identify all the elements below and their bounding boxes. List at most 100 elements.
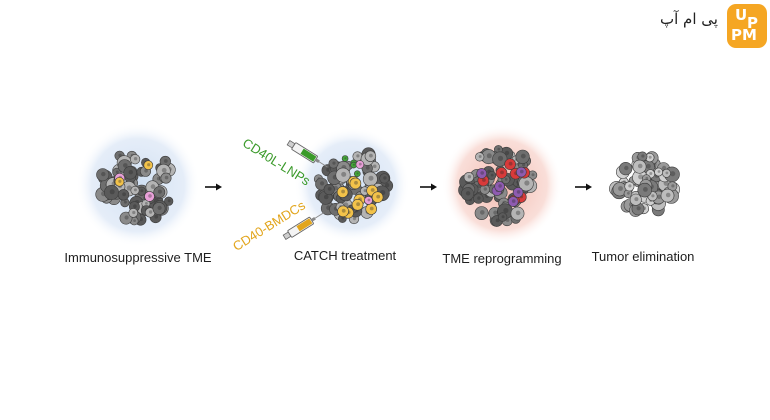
- cell-nucleus: [109, 189, 115, 195]
- cell-nucleus: [520, 169, 524, 174]
- cell-nucleus: [148, 210, 153, 214]
- cell-nucleus: [376, 194, 381, 199]
- caption-elimination: Tumor elimination: [591, 249, 695, 264]
- logo-badge-p: P: [747, 14, 758, 32]
- tumor-cell: [160, 172, 172, 184]
- cell-nucleus: [133, 219, 137, 223]
- cell-nucleus: [148, 194, 152, 198]
- tumor-cell: [475, 152, 485, 162]
- cell-nucleus: [483, 187, 487, 191]
- tumor-cell: [123, 166, 137, 180]
- cell-nucleus: [344, 157, 347, 160]
- cell-nucleus: [648, 155, 652, 159]
- tumor-cell: [463, 172, 475, 183]
- cell-nucleus: [637, 163, 643, 169]
- tumor-cell: [96, 168, 110, 182]
- cell-nucleus: [670, 171, 676, 177]
- cell-nucleus: [645, 176, 649, 180]
- cell-nucleus: [497, 147, 501, 151]
- tumor-cell: [637, 182, 652, 198]
- cell-nucleus: [147, 163, 151, 167]
- cell-nucleus: [101, 171, 106, 177]
- cell-nucleus: [124, 215, 129, 220]
- tumor-cell: [130, 154, 141, 165]
- tumor-cell: [660, 188, 675, 203]
- cell-nucleus: [504, 177, 508, 181]
- immune-cell-yellow: [114, 177, 125, 187]
- cell-nucleus: [118, 179, 122, 183]
- tumor-reprogramming: [458, 145, 538, 227]
- activated-immune-cell: [476, 168, 488, 179]
- cell-nucleus: [352, 163, 355, 166]
- tumor-cell: [510, 206, 525, 221]
- cell-nucleus: [133, 204, 137, 208]
- cell-nucleus: [627, 191, 630, 195]
- activated-immune-cell: [494, 181, 505, 192]
- tumor-cell: [473, 193, 484, 204]
- cell-nucleus: [508, 161, 513, 166]
- caption-immunosuppressive: Immunosuppressive TME: [64, 250, 212, 265]
- tumor-cell: [128, 208, 139, 218]
- cell-nucleus: [369, 206, 374, 211]
- cell-nucleus: [132, 210, 136, 215]
- tumor-cell: [515, 149, 530, 164]
- cell-nucleus: [367, 198, 371, 202]
- bmdc-cell: [351, 199, 364, 211]
- tumor-cell: [474, 206, 489, 220]
- tumor-cell: [153, 186, 166, 199]
- cell-nucleus: [356, 172, 359, 175]
- cell-nucleus: [356, 154, 360, 158]
- logo-badge-pm: PM: [731, 26, 757, 44]
- cell-nucleus: [161, 167, 167, 173]
- cell-nucleus: [126, 185, 132, 191]
- cell-nucleus: [164, 175, 169, 180]
- tumor-cell: [323, 183, 335, 196]
- cell-nucleus: [618, 186, 623, 191]
- immune-cell-yellow: [143, 160, 154, 170]
- activated-t-cell: [504, 158, 516, 170]
- cell-nucleus: [167, 199, 171, 203]
- cell-nucleus: [497, 155, 504, 161]
- tumor-cell: [130, 185, 140, 195]
- cell-nucleus: [122, 192, 126, 197]
- tumor-cell: [497, 212, 508, 222]
- cell-nucleus: [465, 191, 471, 196]
- cell-nucleus: [150, 184, 156, 189]
- immune-cell-pink: [144, 191, 155, 202]
- cell-nucleus: [641, 154, 645, 158]
- cell-nucleus: [140, 189, 144, 193]
- cell-nucleus: [482, 178, 486, 182]
- cell-nucleus: [515, 210, 521, 216]
- cell-nucleus: [133, 157, 138, 161]
- cell-nucleus: [370, 188, 375, 192]
- cell-nucleus: [498, 184, 502, 188]
- cell-nucleus: [522, 163, 526, 167]
- cell-nucleus: [643, 187, 648, 192]
- immune-cell-pink: [355, 160, 365, 169]
- tumor-cell: [629, 193, 642, 206]
- cell-nucleus: [636, 206, 641, 211]
- caption-catch: CATCH treatment: [293, 248, 397, 263]
- cell-nucleus: [657, 170, 661, 173]
- logo-badge-u: U: [735, 6, 748, 24]
- activated-immune-cell: [512, 187, 524, 198]
- tumor-cell: [619, 162, 633, 176]
- bmdc-cell: [337, 205, 349, 218]
- cell-nucleus: [486, 153, 492, 159]
- cell-nucleus: [323, 194, 329, 200]
- tumor-cell: [460, 187, 475, 201]
- cell-nucleus: [365, 165, 370, 170]
- cell-nucleus: [665, 171, 669, 175]
- cell-nucleus: [341, 208, 346, 213]
- cell-nucleus: [341, 216, 345, 220]
- halo-immunosuppressive: [76, 123, 200, 247]
- tumor-cell: [335, 167, 351, 183]
- syringe-lnp-icon: [286, 140, 328, 168]
- tumor-cell: [632, 159, 647, 174]
- cell-nucleus: [123, 163, 128, 168]
- tumor-cell: [379, 173, 390, 184]
- cell-nucleus: [665, 192, 671, 198]
- activated-immune-cell: [515, 166, 527, 178]
- cell-nucleus: [511, 199, 516, 203]
